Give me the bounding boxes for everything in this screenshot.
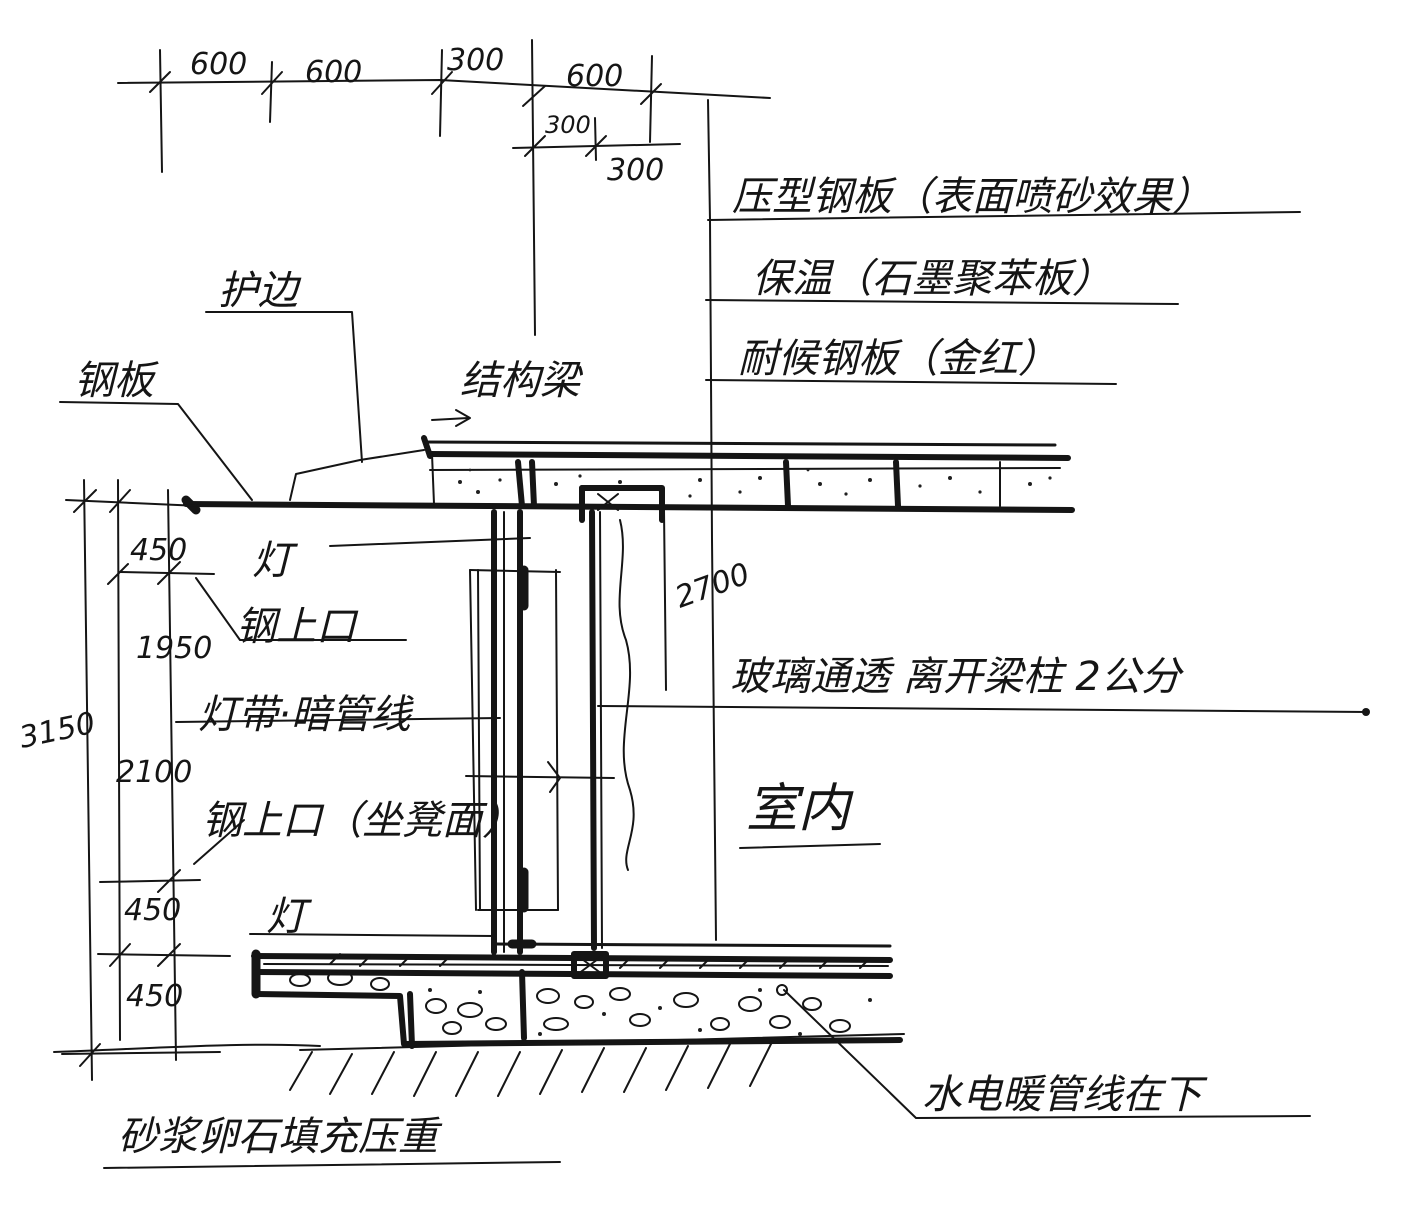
label-light-top: 灯 xyxy=(252,538,299,584)
light-top-leader xyxy=(329,537,531,547)
glass-note-dot xyxy=(1362,708,1370,716)
dim-450-top: 450 xyxy=(130,533,187,568)
mep-note-dot xyxy=(776,984,788,996)
label-foundation-note: 砂浆卵石填充压重 xyxy=(118,1114,443,1160)
mep-note-leader xyxy=(783,989,1311,1119)
structure-arrow xyxy=(431,417,469,421)
label-steel-opening-top: 钢上口 xyxy=(236,604,359,650)
steel-opening-top-leader xyxy=(195,577,407,641)
label-steel-plate: 钢板 xyxy=(74,358,159,404)
floor-slab xyxy=(53,939,905,1097)
dim-300-b: 300 xyxy=(545,111,591,139)
steel-opening-bottom-leader xyxy=(193,819,245,865)
label-interior: 室内 xyxy=(746,779,854,839)
label-glass-note: 玻璃通透 离开梁柱 2公分 xyxy=(730,654,1184,700)
light-bottom-leader xyxy=(249,933,495,937)
dim-450-bottom: 450 xyxy=(126,979,183,1014)
interior-underline xyxy=(739,843,881,849)
lighting-wiring-leader xyxy=(175,717,501,723)
dim-600-b: 600 xyxy=(305,55,362,90)
dim-600-c: 600 xyxy=(566,59,623,94)
left-dimension-lines xyxy=(61,479,231,1081)
steel-plate-leader xyxy=(59,401,253,501)
label-lighting-wiring: 灯带·暗管线 xyxy=(198,692,415,738)
dim-300-a: 300 xyxy=(447,43,504,78)
dim-3150: 3150 xyxy=(16,706,98,756)
foundation-note-underline xyxy=(103,1161,561,1169)
roof-leader-lines xyxy=(705,99,1301,941)
dim-600-a: 600 xyxy=(190,47,247,82)
structure-arrow-head xyxy=(455,409,471,427)
label-steel-opening-bottom: 钢上口（坐凳面） xyxy=(202,798,522,844)
label-light-bottom: 灯 xyxy=(266,894,313,940)
roof-slab xyxy=(181,435,1075,523)
dim-300-c: 300 xyxy=(607,153,664,188)
glass-note-leader xyxy=(597,705,1369,713)
parapet-leader xyxy=(205,311,363,463)
top-dimension-lines xyxy=(117,39,771,336)
label-roof-layer-3: 耐候钢板（金红） xyxy=(738,336,1058,382)
dim-450-mid: 450 xyxy=(124,893,181,928)
label-roof-layer-1: 压型钢板（表面喷砂效果） xyxy=(732,174,1212,220)
dim-2100: 2100 xyxy=(116,755,192,790)
label-roof-layer-2: 保温（石墨聚苯板） xyxy=(752,256,1112,302)
glass-wall xyxy=(465,509,635,955)
label-mep-note: 水电暖管线在下 xyxy=(922,1072,1208,1118)
label-parapet-edge: 护边 xyxy=(218,268,302,314)
label-structure-beam: 结构梁 xyxy=(460,358,583,404)
dim-1950: 1950 xyxy=(136,631,212,666)
interior-dim-line xyxy=(663,509,667,691)
